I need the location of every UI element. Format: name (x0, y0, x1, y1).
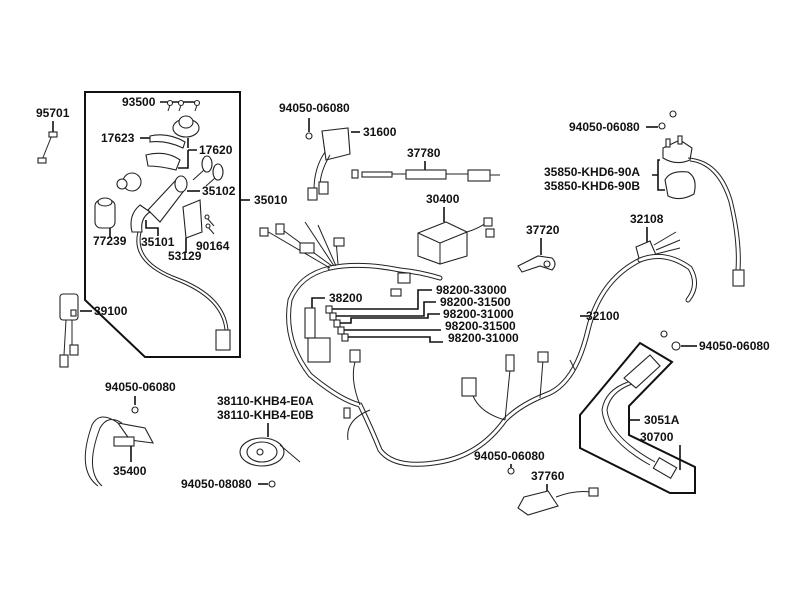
label-17620: 17620 (199, 143, 233, 157)
label-94050-a: 94050-06080 (279, 101, 350, 115)
switch-lower-35101 (130, 204, 152, 233)
regulator-31600 (321, 127, 351, 161)
harness-branch-connectors (343, 349, 576, 441)
label-98200-3: 98200-31000 (443, 307, 514, 321)
nut-94050-c (131, 406, 139, 414)
label-94050-d: 94050-06080 (699, 339, 770, 353)
keys (192, 155, 224, 187)
label-94050-e: 94050-06080 (474, 449, 545, 463)
label-30700: 30700 (640, 430, 674, 444)
ignition-group-frame (84, 91, 241, 358)
label-39100: 39100 (94, 304, 128, 318)
label-37780: 37780 (407, 146, 441, 160)
label-32100: 32100 (586, 309, 620, 323)
starter-relay (662, 135, 696, 200)
ignition-coil-frame (579, 341, 696, 494)
label-32108: 32108 (630, 212, 664, 226)
cover-17620 (145, 152, 181, 171)
leader-98200-2 (336, 301, 436, 317)
ignition-coil (601, 354, 678, 479)
nut-94050-e (507, 467, 515, 475)
label-38110a: 38110-KHB4-E0A (217, 394, 314, 408)
nut-94050-d (671, 341, 681, 351)
bolt-95701 (37, 131, 58, 164)
switch-cover (172, 115, 200, 138)
ignition-connector (215, 329, 231, 351)
label-98200-2: 98200-31500 (440, 295, 511, 309)
label-94050-08080: 94050-08080 (181, 477, 252, 491)
label-35850a: 35850-KHD6-90A (544, 165, 640, 179)
seat-lock-77239 (94, 197, 116, 229)
label-98200-4: 98200-31500 (445, 319, 516, 333)
fuse-box-38200 (304, 307, 331, 363)
label-35010: 35010 (254, 193, 288, 207)
label-98200-1: 98200-33000 (436, 283, 507, 297)
lock-cam (116, 172, 142, 192)
label-38110b: 38110-KHB4-E0B (217, 408, 314, 422)
ignition-cable (136, 231, 226, 331)
leader-98200-1 (332, 289, 432, 310)
horn-38110 (239, 437, 301, 467)
label-35102: 35102 (202, 184, 236, 198)
label-38200: 38200 (329, 291, 363, 305)
bolts-90164 (204, 214, 215, 235)
label-35400: 35400 (113, 464, 147, 478)
label-17623: 17623 (101, 131, 135, 145)
label-95701: 95701 (36, 106, 70, 120)
label-3051A: 3051A (644, 413, 680, 427)
label-98200-5: 98200-31000 (448, 331, 519, 345)
label-53129: 53129 (168, 249, 202, 263)
label-37760: 37760 (531, 469, 565, 483)
leader-35850 (652, 159, 665, 191)
label-35101: 35101 (141, 235, 175, 249)
label-35850b: 35850-KHD6-90B (544, 179, 640, 193)
leader-98200-5 (348, 336, 443, 343)
cable-37780 (351, 169, 500, 182)
cdi-30400 (417, 217, 495, 265)
leader-17620 (178, 138, 197, 169)
label-30400: 30400 (426, 192, 460, 206)
relay-wire (687, 157, 741, 271)
label-94050-b: 94050-06080 (569, 120, 640, 134)
label-77239: 77239 (93, 234, 127, 248)
bolt-94050-08080 (268, 480, 276, 488)
plate-53129 (182, 199, 203, 239)
part-35400 (84, 416, 154, 487)
relay-connector (732, 269, 745, 287)
leader-98200-3 (340, 313, 440, 324)
label-37720: 37720 (526, 223, 560, 237)
part-37760 (517, 487, 599, 516)
harness-head-connectors (259, 221, 411, 297)
bracket-37720 (517, 255, 556, 273)
leader-35101 (145, 220, 159, 236)
label-90164: 90164 (196, 239, 230, 253)
screws-93500 (166, 99, 201, 112)
label-93500: 93500 (122, 95, 156, 109)
label-31600: 31600 (363, 125, 397, 139)
seal-17623 (149, 134, 186, 149)
leader-38200 (311, 297, 325, 310)
relay-39100 (59, 293, 79, 368)
nut-94050-b (658, 122, 666, 130)
nut-94050-a (305, 132, 313, 140)
label-94050-c: 94050-06080 (105, 380, 176, 394)
